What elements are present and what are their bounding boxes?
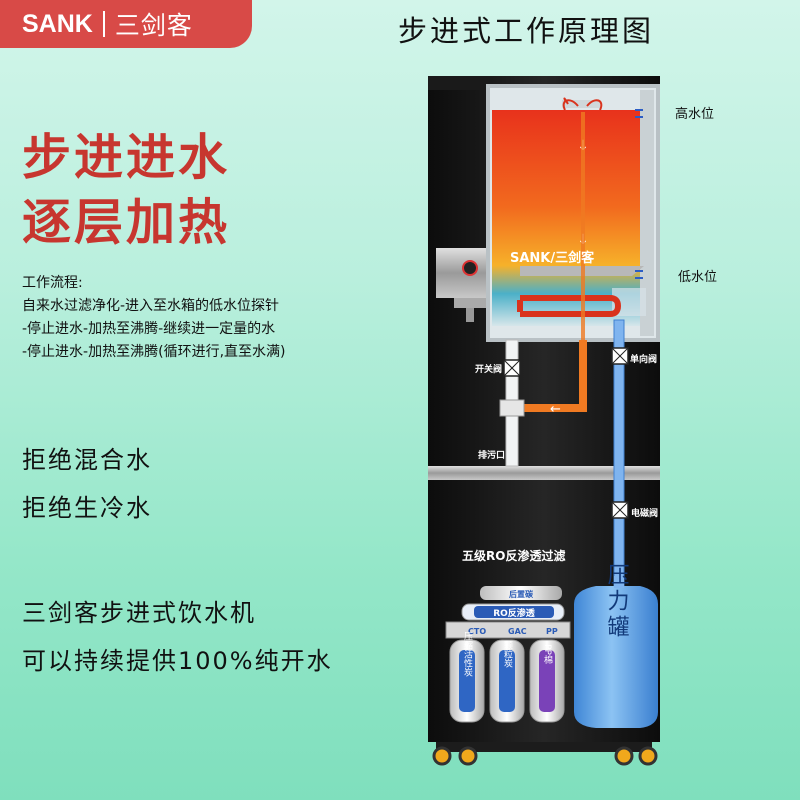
claim-pure-boiled-water: 可以持续提供100%纯开水	[22, 647, 333, 675]
cabinet-divider	[428, 466, 660, 480]
heating-element	[520, 295, 622, 317]
process-line: -停止进水-加热至沸腾(循环进行,直至水满)	[22, 344, 286, 360]
brand-badge: SANK 三剑客	[0, 0, 252, 48]
ro-system-title: 五级RO反渗透过滤	[462, 548, 565, 563]
rack-label-gac: GAC	[508, 627, 527, 636]
diagram-title: 步进式工作原理图	[398, 14, 655, 48]
process-line: 自来水过滤净化-进入至水箱的低水位探针	[22, 298, 280, 314]
control-panel	[436, 248, 488, 298]
headline-line-2: 逐层加热	[22, 194, 231, 251]
process-description: 工作流程: 自来水过滤净化-进入至水箱的低水位探针 -停止进水-加热至沸腾-继续…	[22, 272, 285, 364]
ro-membrane-label: RO反渗透	[493, 607, 536, 619]
ro-filters: 后置碳 RO反渗透 CTO GAC PP 压缩活性炭 颗粒炭 PP棉	[445, 586, 571, 723]
power-button-icon	[462, 260, 478, 276]
pressure-tank: 压力罐	[574, 563, 658, 728]
hot-return-pipe: ←	[524, 340, 587, 417]
rack-label-cto: CTO	[468, 627, 486, 636]
brand-name-cn: 三剑客	[114, 11, 193, 40]
drain-pipe: 开关阀 排污口	[475, 339, 525, 467]
wheel-icon	[458, 746, 478, 766]
rack-label-pp: PP	[546, 627, 558, 636]
water-level-markers: 高水位 低水位	[635, 106, 717, 285]
brand-name-en: SANK	[22, 9, 93, 38]
caster-wheels	[432, 746, 658, 766]
pp-filter-label: PP棉	[542, 644, 553, 664]
headline-line-1: 步进进水	[22, 129, 231, 186]
switch-valve-label: 开关阀	[475, 363, 502, 375]
tap-outlet	[454, 298, 490, 308]
check-valve-label: 单向阀	[630, 353, 657, 365]
post-carbon-label: 后置碳	[509, 589, 534, 599]
wheel-icon	[614, 746, 634, 766]
claim-no-raw-water: 拒绝生冷水	[22, 494, 152, 522]
spray-inlet-icon	[562, 99, 579, 111]
brand-separator	[102, 11, 105, 37]
post-carbon-filter	[480, 586, 562, 600]
heating-tank: ↓ ↓ SANK/三剑客	[486, 84, 660, 372]
filter-rack	[445, 621, 571, 639]
gac-filter-label: 颗粒炭	[502, 640, 513, 668]
claim-product-name: 三剑客步进式饮水机	[22, 599, 256, 627]
wheel-icon	[432, 746, 452, 766]
process-heading: 工作流程:	[22, 275, 83, 291]
wheel-icon	[638, 746, 658, 766]
left-arrow-icon: ←	[550, 402, 561, 417]
process-line: -停止进水-加热至沸腾-继续进一定量的水	[22, 321, 276, 337]
cto-filter-label: 压缩活性炭	[462, 631, 473, 677]
solenoid-valve-label: 电磁阀	[631, 507, 658, 519]
pressure-tank-label: 压力罐	[604, 563, 630, 641]
claim-no-mixed-water: 拒绝混合水	[22, 446, 152, 474]
tank-brand-label: SANK/三剑客	[510, 250, 595, 266]
drain-label: 排污口	[478, 449, 505, 461]
low-water-level-label: 低水位	[678, 270, 717, 285]
inlet-pipe: 单向阀 电磁阀	[611, 319, 658, 601]
high-water-level-label: 高水位	[675, 106, 714, 122]
